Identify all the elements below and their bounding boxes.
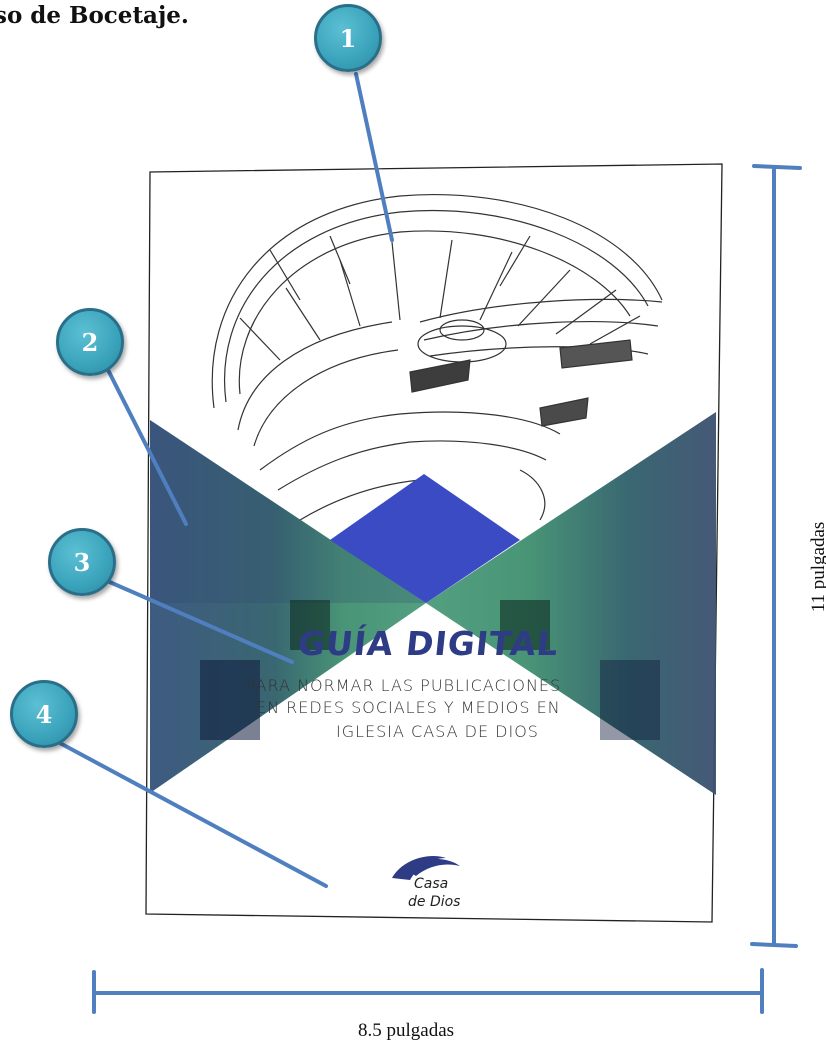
callout-line-4 bbox=[56, 740, 328, 888]
callout-line-2 bbox=[102, 360, 188, 526]
logo-text-line-1: Casa bbox=[414, 876, 449, 892]
callout-line-3 bbox=[94, 574, 294, 664]
height-label: 11 pulgadas bbox=[808, 521, 826, 613]
stadium-sketch bbox=[211, 194, 663, 521]
width-label: 8.5 pulgadas bbox=[358, 1020, 455, 1041]
cover-subtitle-line-2: EN REDES SOCIALES Y MEDIOS EN bbox=[256, 698, 561, 717]
callout-lines bbox=[56, 72, 394, 888]
cover-title: GUÍA DIGITAL bbox=[295, 624, 561, 663]
section-heading: so de Bocetaje. bbox=[0, 2, 189, 29]
cover-subtitle-line-3: IGLESIA CASA DE DIOS bbox=[336, 722, 539, 741]
color-bands bbox=[150, 412, 716, 795]
height-dimension bbox=[750, 164, 802, 948]
logo-swoosh bbox=[392, 856, 460, 880]
callout-badge-2: 2 bbox=[56, 308, 124, 376]
callout-line-1 bbox=[354, 72, 394, 242]
cover-subtitle-line-1: PARA NORMAR LAS PUBLICACIONES bbox=[246, 676, 562, 695]
callout-badge-1: 1 bbox=[314, 4, 382, 72]
callout-badge-4: 4 bbox=[10, 680, 78, 748]
logo-text-line-2: de Dios bbox=[408, 894, 461, 910]
width-dimension bbox=[92, 968, 764, 1014]
callout-badge-3: 3 bbox=[48, 528, 116, 596]
